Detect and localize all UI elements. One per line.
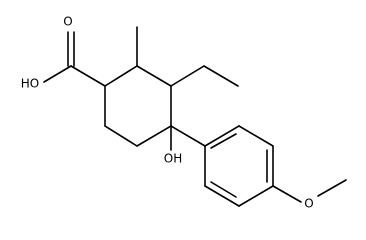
bond-ethyl-ch2 [170, 65, 205, 87]
aryl-bond-a3-a4 [238, 185, 274, 207]
aryl-inner-double-a6-a1 [210, 133, 237, 149]
methoxy-oxygen-label: O [304, 197, 313, 211]
aryl-inner-double-a2-a3 [210, 181, 237, 198]
aryl-bond-a6-a1 [204, 125, 240, 147]
bond-ring-to-carboxyl-carbon [70, 65, 106, 87]
label-mask-tertiary-hydroxyl [160, 151, 186, 167]
carboxyl-hydroxyl-label: HO [21, 77, 39, 91]
ring-bond-c2-c3 [136, 65, 172, 87]
aryl-bond-a5-a6 [238, 125, 274, 147]
bond-ring-to-aryl [170, 125, 206, 147]
bond-aryl-to-methoxy-o [272, 185, 302, 203]
bond-methoxy-methyl [317, 179, 347, 197]
ring-bond-c1-c2 [104, 65, 138, 87]
ring-bond-c4-c5 [136, 125, 172, 147]
bonds [43, 26, 347, 207]
label-mask-carboxyl-hydroxyl [17, 76, 43, 92]
bond-carboxyl-hydroxyl [43, 65, 72, 83]
tertiary-hydroxyl-label: OH [164, 152, 182, 166]
label-mask-methoxy-o [302, 196, 316, 212]
atom-labels: O HO OH O [17, 14, 316, 212]
bond-ethyl-ch3 [203, 65, 239, 87]
chemical-structure-diagram: O HO OH O [17, 14, 347, 212]
label-mask-carbonyl-o [61, 14, 75, 30]
aryl-bond-a2-a3 [204, 185, 240, 207]
carbonyl-oxygen-label: O [63, 15, 72, 29]
ring-bond-c5-c6 [104, 125, 138, 147]
